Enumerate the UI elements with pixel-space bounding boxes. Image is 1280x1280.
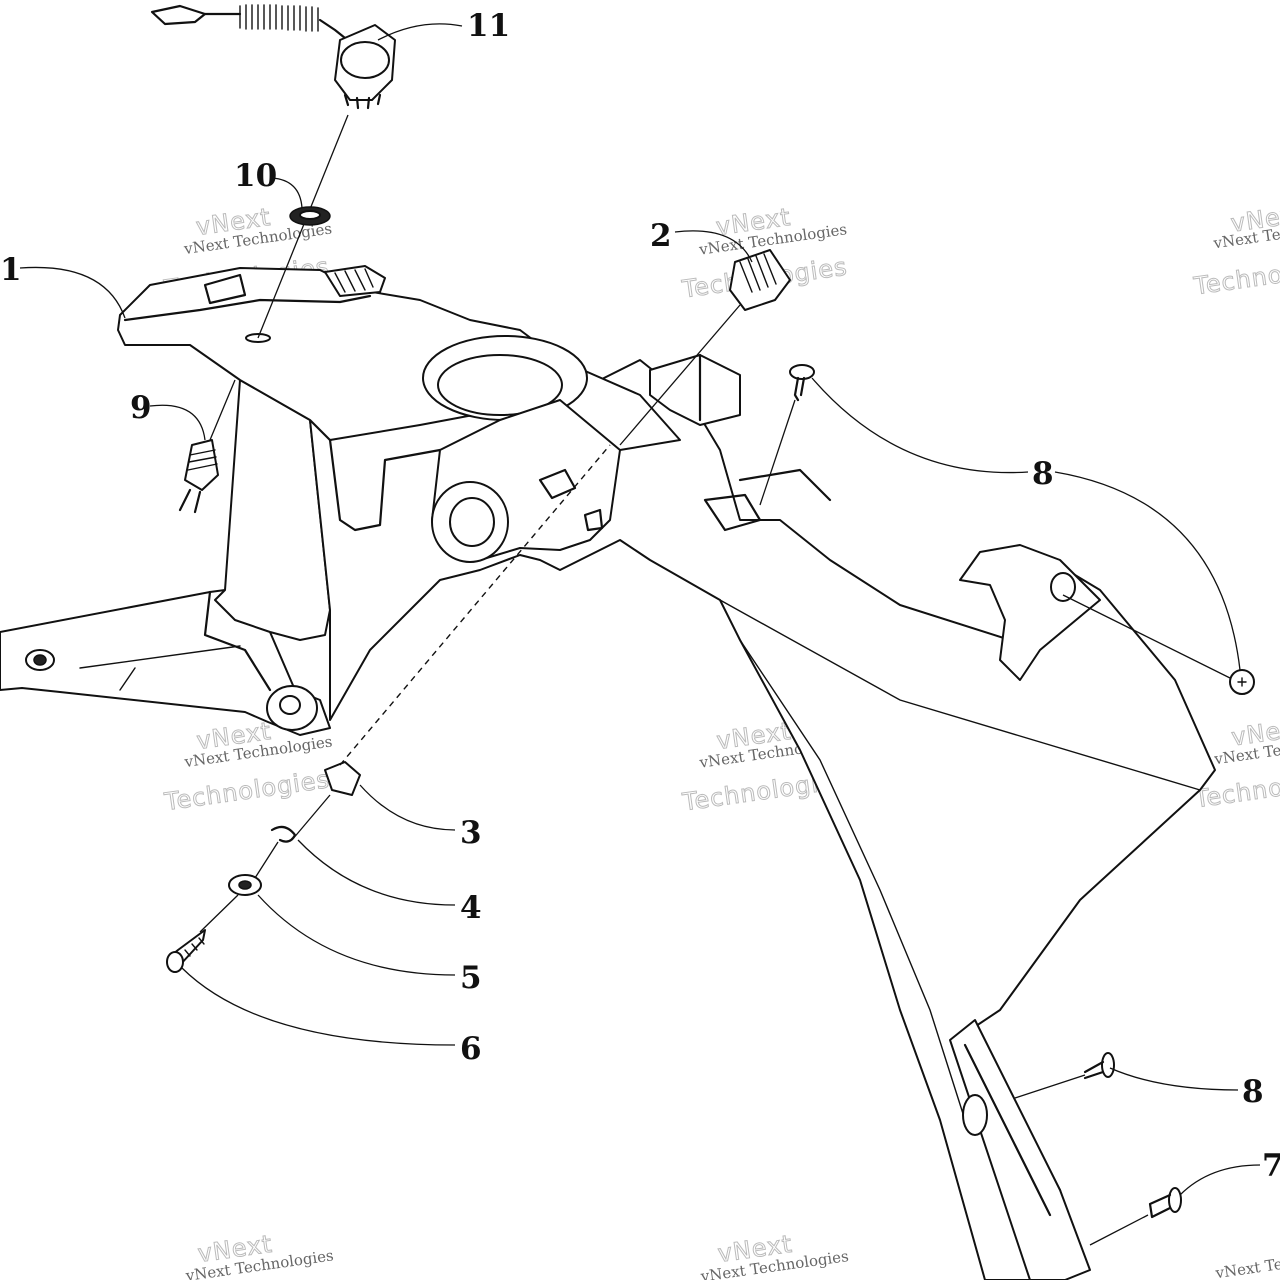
kill-switch-install-line <box>209 379 236 441</box>
right-slot <box>703 493 762 532</box>
leader-8-top <box>811 377 1029 474</box>
arm-pivot-hole <box>279 695 301 715</box>
callout-8-lower: 8 <box>1242 1074 1264 1110</box>
leader-7 <box>1179 1164 1261 1196</box>
arm-rib <box>203 590 272 692</box>
callout-7: 7 <box>1262 1148 1280 1184</box>
center-mount-hole <box>449 497 495 547</box>
leader-11 <box>377 23 463 41</box>
callout-1: 1 <box>0 252 22 288</box>
leader-2 <box>674 230 753 263</box>
body-crease-lower <box>739 639 966 1121</box>
tail-bracket-tab <box>962 1094 988 1136</box>
bolt-tail <box>1089 1187 1182 1246</box>
hood-grip-pad <box>324 265 386 297</box>
cap-install-line <box>619 304 741 446</box>
body-crease <box>719 599 1201 791</box>
watermark-text-large: Technologies <box>162 765 331 816</box>
screw-right-install-line <box>1062 594 1231 679</box>
watermark-text-top: vNext <box>1229 199 1280 237</box>
watermark-text-small: vNext Technologies <box>1213 1244 1280 1280</box>
callout-6: 6 <box>460 1031 482 1067</box>
kill-switch <box>178 379 236 514</box>
right-panel-edge <box>738 468 832 502</box>
leader-3 <box>359 784 456 831</box>
screw-lower-install-line <box>1014 1074 1086 1099</box>
watermark-9: vNext Technologies <box>1213 1244 1280 1280</box>
console-top-hood <box>117 267 681 451</box>
callout-8-top: 8 <box>1032 456 1054 492</box>
leader-8-lower <box>1109 1067 1239 1091</box>
callout-4: 4 <box>460 890 482 926</box>
leader-1 <box>19 266 126 319</box>
bolt-threads <box>184 937 205 957</box>
right-tower <box>649 354 741 426</box>
bolt-head <box>166 951 184 973</box>
leader-4 <box>297 839 456 906</box>
fastener-stack <box>166 444 611 973</box>
tether-clip <box>150 4 207 26</box>
arm-detail <box>79 645 241 691</box>
tail-bracket-edge <box>963 1043 1052 1217</box>
callout-leaders <box>19 23 1261 1196</box>
cap-plug <box>619 249 791 446</box>
switch-nut <box>289 206 331 226</box>
screw-lower <box>1014 1052 1115 1099</box>
coiled-cord <box>239 4 319 32</box>
block-slot <box>538 468 577 500</box>
screw-upper <box>759 364 815 506</box>
arm-mount-hole-inner <box>33 654 47 666</box>
leader-9 <box>149 404 206 441</box>
block-slot-small <box>583 508 604 532</box>
callout-3: 3 <box>460 815 482 851</box>
callout-11: 11 <box>467 8 510 44</box>
fin-mount-hole <box>1050 572 1076 602</box>
bolt-tail-install-line <box>1089 1214 1149 1246</box>
watermark-7: vNext Technologies vNext <box>184 1229 335 1280</box>
callout-2: 2 <box>650 218 672 254</box>
console-housing <box>0 265 1216 1280</box>
leader-10 <box>271 177 303 209</box>
leader-6 <box>181 967 456 1046</box>
callout-9: 9 <box>130 390 152 426</box>
fastener-stack-install-lines <box>199 794 331 933</box>
fastener-axis-line <box>339 444 611 766</box>
watermark-8: vNext Technologies vNext <box>699 1229 850 1280</box>
watermark-text-large: Technologies <box>1192 249 1280 300</box>
washer-hole <box>238 880 252 890</box>
callout-10: 10 <box>234 158 277 194</box>
hood-upper-edge <box>123 294 372 322</box>
tether-key-install-line <box>257 114 349 339</box>
tether-cord-end <box>318 18 347 40</box>
grip-pad-ridges <box>334 268 374 293</box>
hood-vent <box>203 273 247 305</box>
tether-key-prongs <box>343 93 382 110</box>
callout-5: 5 <box>460 960 482 996</box>
steering-opening-inner <box>437 354 563 416</box>
watermark-3: vNext Technologies vNext Technologies <box>1191 199 1280 301</box>
leader-5 <box>257 894 456 976</box>
tether-key-assembly <box>150 4 396 339</box>
screw-upper-install-line <box>759 399 796 506</box>
callout-labels: 11 10 1 9 2 8 3 4 5 6 8 7 <box>0 8 1280 1184</box>
screw-right <box>1062 594 1255 695</box>
leader-8-right <box>1054 471 1241 671</box>
tether-key-cap <box>340 41 390 79</box>
clip-ring <box>270 825 297 843</box>
kill-switch-wires <box>178 488 202 514</box>
watermark-text-top: vNext <box>1230 713 1280 751</box>
